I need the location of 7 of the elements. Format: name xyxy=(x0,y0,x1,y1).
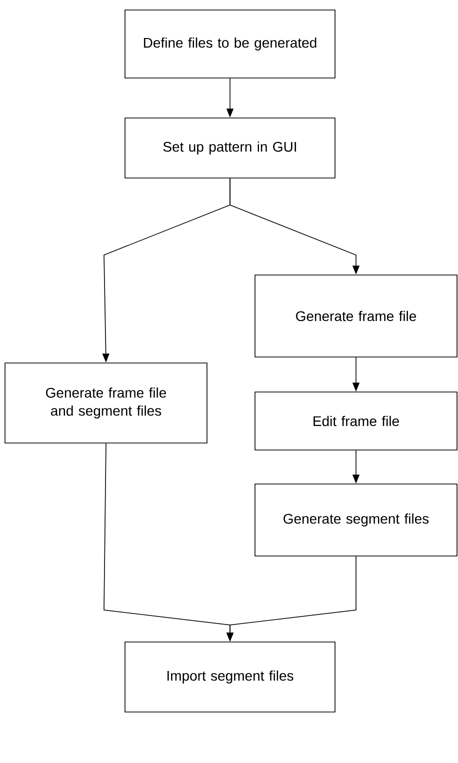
process-box: Generate frame file xyxy=(254,274,458,358)
process-box: Edit frame file xyxy=(254,392,458,450)
process-box: Set up pattern in GUI xyxy=(124,118,336,178)
process-box: Generate segment files xyxy=(254,484,458,556)
process-box: Import segment files xyxy=(124,642,336,712)
process-box: Generate frame file and segment files xyxy=(4,362,208,444)
process-box: Define files to be generated xyxy=(124,10,336,78)
